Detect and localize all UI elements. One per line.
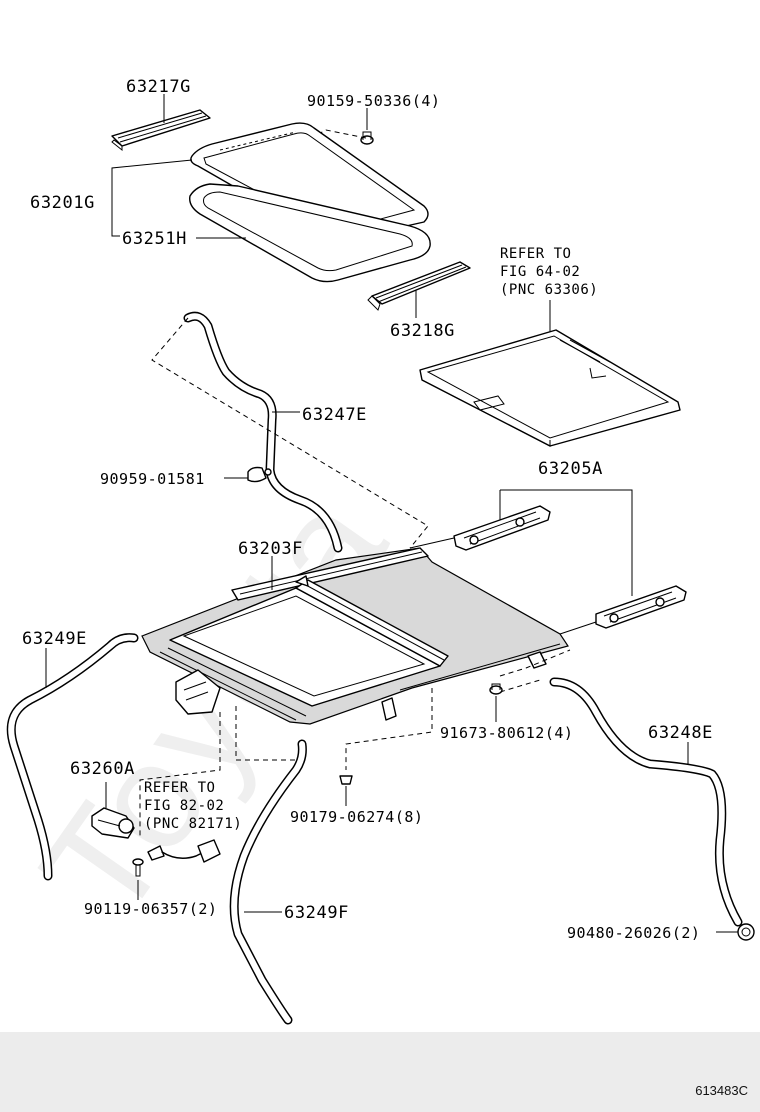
bolt-90159[interactable] (360, 131, 374, 145)
refer-note-fig-82-02: REFER TO FIG 82-02 (PNC 82171) (144, 780, 242, 832)
diagram-canvas: Toyota (6, 77, 755, 1025)
label-90179-06274: 90179-06274(8) (290, 808, 423, 826)
label-90119-06357: 90119-06357(2) (84, 900, 217, 918)
refer-line-2: FIG 82-02 (144, 798, 224, 814)
label-90959-01581: 90959-01581 (100, 470, 205, 488)
refer-note-fig-64-02: REFER TO FIG 64-02 (PNC 63306) (500, 246, 598, 298)
wire-harness[interactable] (147, 839, 221, 863)
nut-90480[interactable] (737, 923, 755, 941)
footer-bar: 613483C (0, 1032, 760, 1112)
clip-90179[interactable] (339, 775, 353, 785)
slide-rail-left-63205a[interactable] (409, 505, 551, 551)
label-63201g: 63201G (30, 193, 95, 213)
label-63249e: 63249E (22, 629, 87, 649)
label-63218g: 63218G (390, 321, 455, 341)
refer-line-2: FIG 64-02 (500, 264, 580, 280)
label-63217g: 63217G (126, 77, 191, 97)
parts-diagram: Toyota (6, 77, 755, 1025)
refer-line-1: REFER TO (500, 246, 571, 262)
label-63205a: 63205A (538, 459, 603, 479)
label-63249f: 63249F (284, 903, 349, 923)
bolt-91673[interactable] (489, 683, 503, 695)
label-63260a: 63260A (70, 759, 135, 779)
drain-hose-63248e[interactable] (549, 677, 743, 927)
slide-rail-right-63205a[interactable] (559, 585, 687, 635)
label-90480-26026: 90480-26026(2) (567, 924, 700, 942)
weatherstrip-63251h[interactable] (189, 183, 431, 283)
label-90159-50336: 90159-50336(4) (307, 92, 440, 110)
screw-90119[interactable] (132, 858, 144, 877)
drain-hose-63249e[interactable] (6, 633, 139, 881)
drain-hose-63247e[interactable] (183, 311, 343, 553)
drain-hose-63249f[interactable] (229, 739, 307, 1025)
sunroof-motor-63260a[interactable] (91, 807, 135, 839)
sunshade-panel[interactable] (419, 329, 681, 447)
label-91673-80612: 91673-80612(4) (440, 724, 573, 742)
figure-code: 613483C (695, 1083, 748, 1098)
label-63247e: 63247E (302, 405, 367, 425)
refer-line-1: REFER TO (144, 780, 215, 796)
hose-clip-90959[interactable] (247, 466, 272, 483)
refer-line-3: (PNC 63306) (500, 282, 598, 298)
label-63248e: 63248E (648, 723, 713, 743)
label-63251h: 63251H (122, 229, 187, 249)
trim-strip-63218g[interactable] (367, 261, 471, 311)
trim-strip-63217g[interactable] (111, 109, 211, 152)
sunroof-housing-63203f[interactable] (141, 547, 569, 725)
label-63203f: 63203F (238, 539, 303, 559)
refer-line-3: (PNC 82171) (144, 816, 242, 832)
